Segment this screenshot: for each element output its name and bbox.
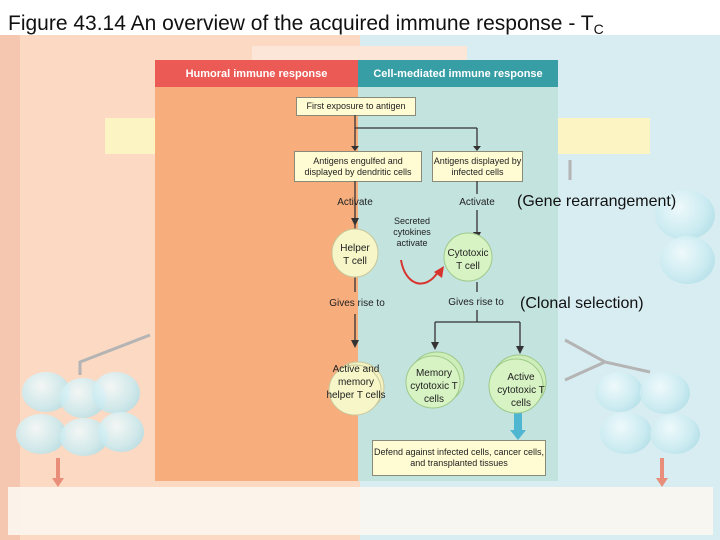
cytotoxic-t-label: Cytotoxic T cell	[447, 248, 489, 272]
cells-layer	[328, 228, 547, 416]
active-cytotoxic-cell-front	[488, 358, 544, 414]
helper-t-cell	[331, 228, 379, 278]
gives-rise-label-left: Gives rise to	[329, 298, 385, 309]
background-cell	[650, 414, 700, 454]
active-cytotoxic-label: Active cytotoxic T cells	[497, 372, 545, 409]
background-cell	[595, 372, 643, 412]
background-cell	[16, 414, 66, 454]
immune-response-diagram: Humoral immune response Cell-mediated im…	[155, 60, 558, 481]
background-cell	[600, 412, 652, 454]
activate-label-left: Activate	[337, 197, 373, 208]
background-cell	[92, 372, 140, 414]
helper-cell-front	[328, 364, 382, 416]
first-exposure-box: First exposure to antigen	[296, 97, 416, 116]
secreted-cytokines-label: Secreted cytokines activate	[393, 216, 431, 248]
gene-rearrangement-label: (Gene rearrangement)	[517, 193, 677, 210]
active-memory-helper-label: Active and memory helper T cells	[326, 364, 386, 401]
background-bottom-box	[8, 487, 713, 535]
slide-title: Figure 43.14 An overview of the acquired…	[8, 12, 604, 37]
humoral-panel	[155, 60, 358, 481]
clonal-selection-label: (Clonal selection)	[520, 295, 644, 312]
cytotoxic-t-cell	[443, 232, 493, 282]
humoral-header: Humoral immune response	[155, 60, 358, 87]
diagram-arrows	[351, 115, 526, 440]
background-strip	[0, 35, 20, 540]
background-cell	[98, 412, 144, 452]
helper-t-label: Helper T cell	[340, 243, 370, 267]
gives-rise-label-right: Gives rise to	[448, 297, 504, 308]
background-cell	[660, 236, 715, 284]
cell-mediated-header: Cell-mediated immune response	[358, 60, 558, 87]
memory-cytotoxic-cell-front	[405, 355, 461, 409]
defend-box: Defend against infected cells, cancer ce…	[372, 440, 546, 476]
memory-cytotoxic-label: Memory cytotoxic T cells	[410, 368, 458, 405]
background-cell	[655, 190, 715, 240]
antigens-engulfed-box: Antigens engulfed and displayed by dendr…	[294, 151, 422, 182]
activate-label-right: Activate	[459, 197, 495, 208]
background-cell	[640, 372, 690, 414]
antigens-displayed-box: Antigens displayed by infected cells	[432, 151, 523, 182]
